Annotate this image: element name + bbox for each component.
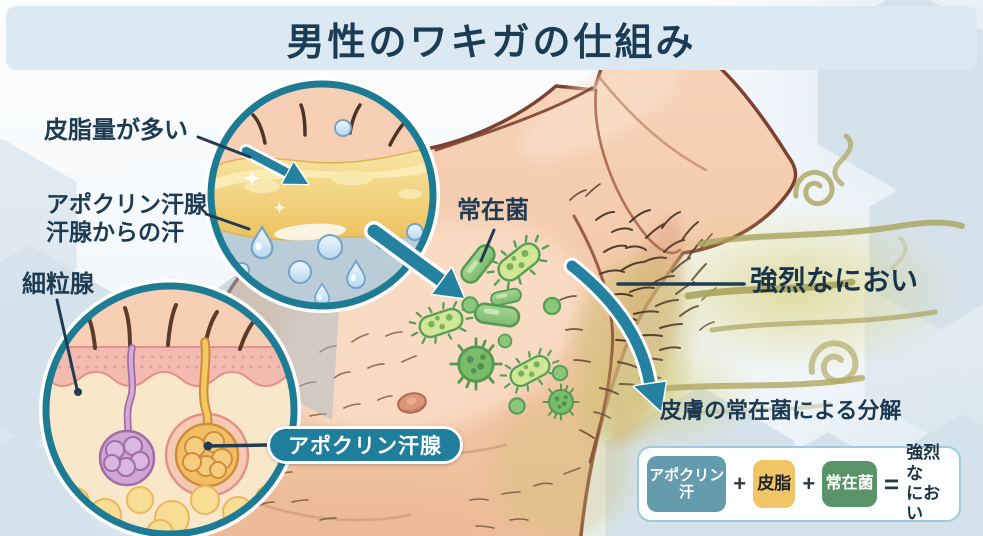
leader-granule	[55, 298, 79, 391]
label-resident-bacteria: 常在菌	[457, 197, 529, 224]
leader-sebum	[196, 135, 252, 159]
formula-term-bacteria: 常在菌	[822, 461, 877, 507]
gland-inset	[39, 279, 301, 536]
leader-sweat	[204, 212, 251, 231]
title-band: 男性のワキガの仕組み	[6, 6, 977, 70]
label-strong-odor: 強烈なにおい	[750, 265, 919, 296]
arrow-sebum	[239, 144, 310, 186]
eccrine-gland	[98, 344, 156, 487]
sparkles	[244, 170, 286, 214]
flow-arrows	[239, 144, 668, 413]
formula-plus-2: +	[802, 471, 816, 496]
leader-apocrine	[206, 443, 269, 448]
arrow-to-decomposition	[563, 257, 668, 413]
nipple	[397, 392, 427, 414]
apocrine-gland-graphic	[164, 337, 250, 498]
formula-plus-1: +	[733, 471, 747, 496]
leader-lines	[55, 135, 746, 451]
label-apocrine-sweat: アポクリン汗腺 汗腺からの汗	[46, 191, 207, 246]
formula-equals: =	[883, 468, 900, 499]
formula-term-sebum: 皮脂	[753, 460, 796, 508]
leader-bacteria	[479, 228, 496, 263]
formula-term-apocrine-sweat: アポクリン 汗	[647, 456, 727, 512]
arrow-to-bacteria	[364, 221, 466, 300]
formula-result: 強烈な におい	[906, 443, 941, 524]
label-decomposition: 皮膚の常在菌による分解	[660, 398, 902, 423]
page-title: 男性のワキガの仕組み	[286, 21, 697, 64]
odor-formula: アポクリン 汗 + 皮脂 + 常在菌 = 強烈な におい	[637, 443, 961, 524]
label-sebum-amount: 皮脂量が多い	[44, 117, 188, 144]
label-granule-gland: 細粒腺	[22, 271, 94, 298]
odor-cloud	[570, 133, 965, 455]
apocrine-gland-badge: アポクリン汗腺	[267, 426, 463, 464]
